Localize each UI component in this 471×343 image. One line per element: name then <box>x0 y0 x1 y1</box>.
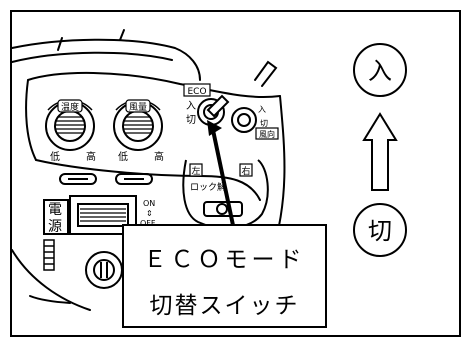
temperature-label-box <box>57 99 83 113</box>
direction-indicator <box>353 43 407 257</box>
power-label-line1: 電 <box>48 202 62 218</box>
wind-label: 風向 <box>259 129 275 139</box>
fan-speed-high-label: 高 <box>154 150 164 163</box>
rocker-arrow: ⇕ <box>146 209 153 218</box>
lock-right-box <box>239 163 253 177</box>
power-label-line2: 源 <box>48 219 62 235</box>
pointer-arrow <box>207 120 236 231</box>
direction-off-label: 切 <box>368 217 392 245</box>
eco-switch <box>197 94 230 126</box>
eco-label-box <box>183 83 211 97</box>
bottom-knob <box>85 251 123 289</box>
rocker-on-label: ON <box>143 199 155 208</box>
on-circle <box>353 43 407 97</box>
off-circle <box>353 203 407 257</box>
fan-speed-dial <box>113 99 163 151</box>
temperature-dial <box>45 99 95 151</box>
eco-label: ECO <box>187 87 206 97</box>
power-rocker <box>43 195 137 235</box>
fan-speed-label-box <box>125 99 151 113</box>
callout-line1: ＥＣＯモード <box>143 247 306 273</box>
vent-slots <box>59 173 153 185</box>
temperature-low-label: 低 <box>50 150 60 163</box>
rocker-off-label: OFF <box>140 219 156 228</box>
fan-speed-label: 風量 <box>129 102 147 113</box>
lock-left-label: 左 <box>191 165 200 177</box>
lock-right-label: 右 <box>241 165 250 177</box>
eco-on-label: 入 <box>186 101 196 112</box>
power-off-mark: 切 <box>260 119 268 128</box>
callout-box: ＥＣＯモード 切替スイッチ <box>122 224 327 328</box>
temperature-high-label: 高 <box>86 150 96 163</box>
eco-off-label: 切 <box>186 114 196 126</box>
lock-left-box <box>189 163 203 177</box>
direction-on-label: 入 <box>368 57 392 85</box>
outer-frame <box>10 10 461 337</box>
temperature-label: 温度 <box>61 101 79 113</box>
wind-label-box <box>255 127 279 140</box>
side-grille <box>43 239 55 271</box>
fan-speed-low-label: 低 <box>118 150 128 163</box>
power-on-mark: 入 <box>258 105 266 114</box>
up-arrow <box>362 112 398 191</box>
callout-line2: 切替スイッチ <box>149 293 300 319</box>
lock-release-label: ロック解 <box>190 181 226 193</box>
power-switch <box>231 107 257 133</box>
